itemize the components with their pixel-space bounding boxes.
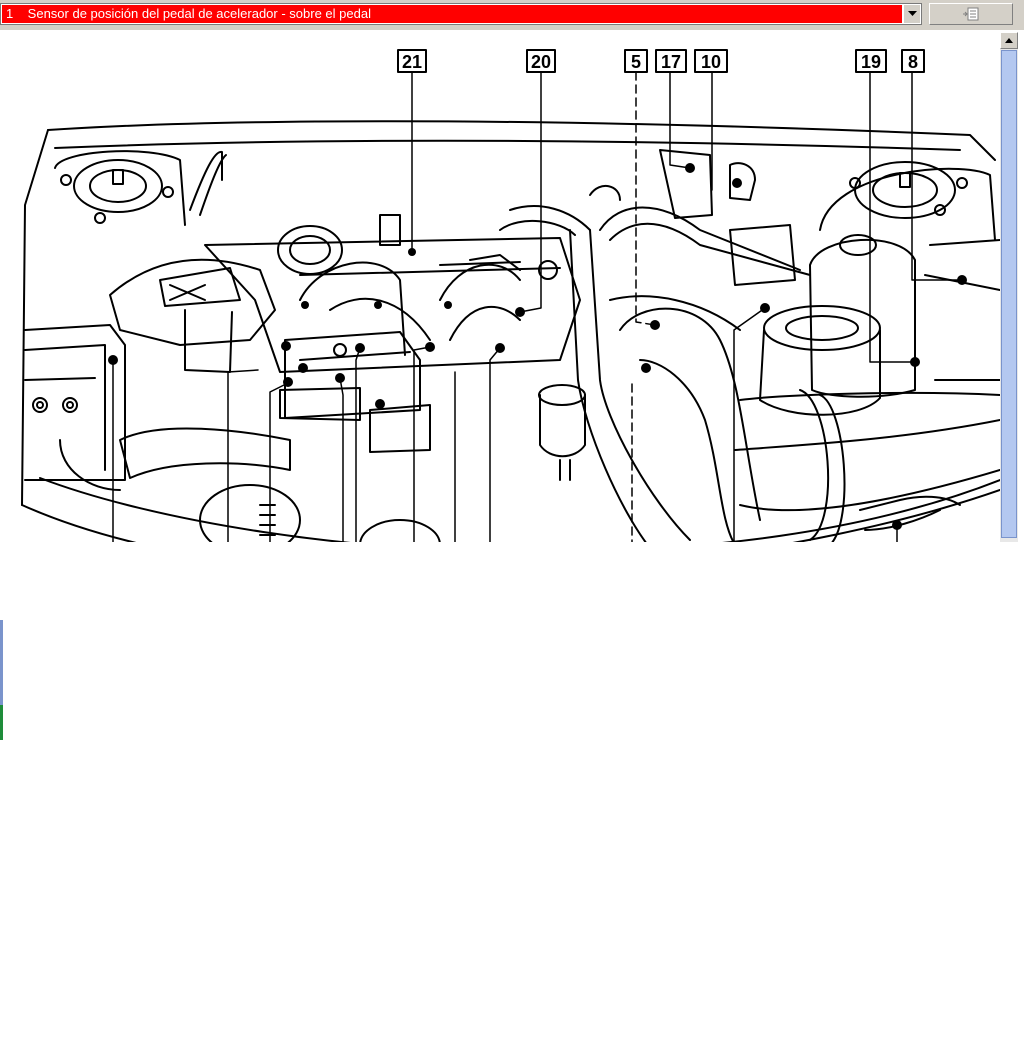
callout-labels-top: 21 20 5 17 10 19 [397,49,925,73]
engine-bay-diagram: 21 20 5 17 10 19 [21,49,1000,542]
callout-label-text: 17 [661,52,681,72]
left-edge-marks [0,620,3,740]
document-list-button[interactable] [929,3,1013,25]
chevron-down-icon[interactable] [903,5,920,23]
callout-label-text: 21 [402,52,422,72]
callout-label: 17 [655,49,687,73]
toolbar: 1 Sensor de posición del pedal de aceler… [0,0,1024,30]
callout-label: 8 [901,49,925,73]
vertical-scrollbar[interactable] [1000,32,1018,542]
selected-item-text[interactable]: 1 Sensor de posición del pedal de aceler… [2,5,902,23]
callout-label: 20 [526,49,556,73]
callout-label: 10 [694,49,728,73]
callout-label: 19 [855,49,887,73]
item-select-dropdown[interactable]: 1 Sensor de posición del pedal de aceler… [0,3,922,25]
scroll-up-arrow-icon[interactable] [1000,32,1018,49]
edge-mark-blue [0,620,3,705]
callout-label-text: 8 [908,52,918,72]
engine-diagram-view: 21 20 5 17 10 19 [0,32,1000,542]
callout-label: 21 [397,49,427,73]
callout-label-text: 10 [701,52,721,72]
callout-label: 5 [624,49,648,73]
callout-label-text: 20 [531,52,551,72]
document-list-icon [963,7,979,21]
scroll-thumb[interactable] [1001,50,1017,538]
callout-label-text: 19 [861,52,881,72]
callout-label-text: 5 [631,52,641,72]
edge-mark-green [0,705,3,740]
